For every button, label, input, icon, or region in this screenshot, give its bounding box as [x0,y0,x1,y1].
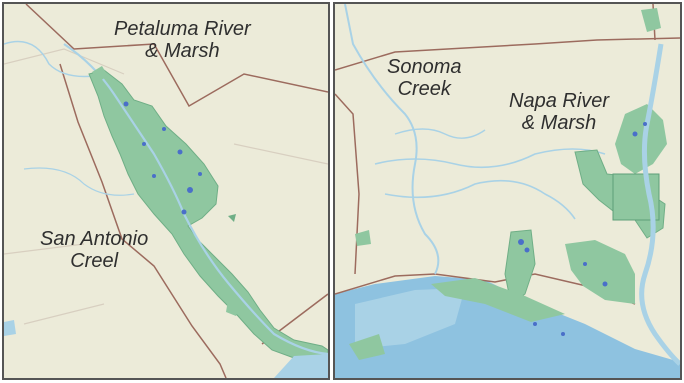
label-petaluma-river-marsh: Petaluma River & Marsh [114,18,251,62]
bay-water [274,354,328,378]
napa-marsh [615,104,667,174]
marsh-patch [226,300,240,316]
ponds [518,122,647,336]
label-sonoma-creek: Sonoma Creek [387,56,462,100]
county-boundary [25,4,328,108]
map-canvas-left [4,4,328,378]
marsh-patch [228,214,236,222]
county-boundary [335,93,360,275]
slough [384,179,576,220]
map-panel-sonoma-napa: Sonoma Creek Napa River & Marsh [333,2,682,380]
slough [374,148,606,169]
bay-water [4,320,16,336]
creek [4,40,95,78]
label-san-antonio-creek: San Antonio Creel [40,228,149,272]
petaluma-marsh [88,69,328,365]
napa-river [639,43,680,366]
marsh-patch [92,66,108,82]
county-boundary [59,63,227,378]
marsh-patch [355,230,371,246]
county-boundary [335,37,680,71]
sonoma-creek [344,4,440,275]
marsh-patch [565,240,635,304]
label-napa-river-marsh: Napa River & Marsh [509,90,610,134]
marsh-patch [349,334,385,360]
map-canvas-right [335,4,680,378]
bay-shallows [355,288,465,349]
ponds [123,101,202,215]
creek [23,167,135,196]
marsh-patch [431,278,565,322]
road [4,48,328,325]
slough [394,128,486,139]
map-panel-petaluma: Petaluma River & Marsh San Antonio Creel [2,2,330,380]
marsh-patch [641,8,661,32]
